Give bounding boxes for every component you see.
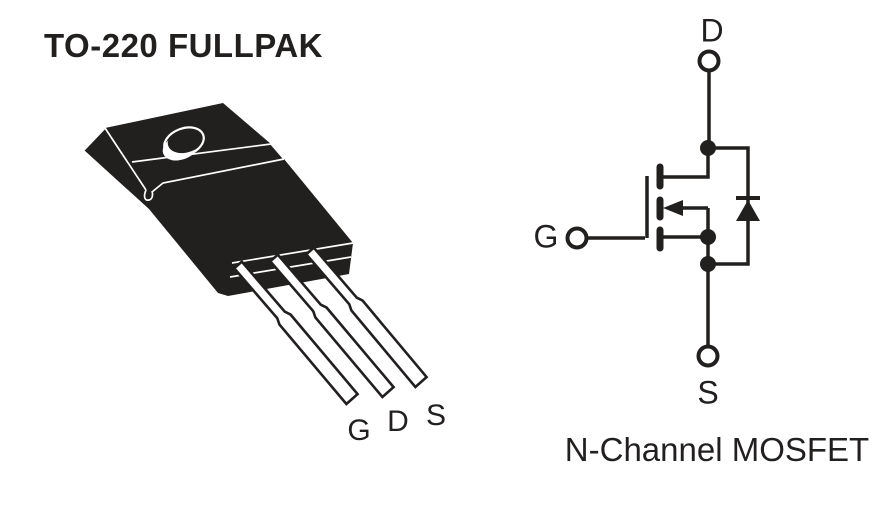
mold-notch — [143, 189, 154, 201]
terminals — [565, 49, 721, 368]
body-arrowhead — [663, 200, 683, 216]
source-terminal — [696, 344, 720, 368]
junction-dots — [700, 140, 716, 272]
package-leads — [232, 245, 429, 406]
package-pin-label-s: S — [425, 399, 447, 432]
terminal-label-source: S — [697, 374, 719, 411]
drain-terminal — [697, 49, 721, 73]
package-body — [84, 103, 353, 296]
package-lead-d — [268, 252, 396, 399]
package-lead-s — [304, 245, 429, 389]
terminal-label-drain: D — [700, 12, 724, 49]
terminal-label-gate: G — [533, 218, 559, 255]
mounting-hole — [162, 124, 207, 161]
package-drawing — [83, 103, 429, 406]
package-pin-label-g: G — [347, 414, 371, 447]
package-pin-label-d: D — [387, 405, 409, 438]
gate-terminal — [565, 226, 589, 250]
mosfet-schematic — [565, 49, 760, 368]
package-lead-g — [232, 259, 360, 406]
package-edges — [83, 127, 354, 278]
body-diode — [736, 196, 760, 221]
schematic-caption: N-Channel MOSFET — [564, 431, 870, 468]
diode-branch-wire — [708, 146, 750, 266]
drain-connect-wire — [661, 148, 710, 179]
package-title: TO-220 FULLPAK — [44, 27, 323, 64]
